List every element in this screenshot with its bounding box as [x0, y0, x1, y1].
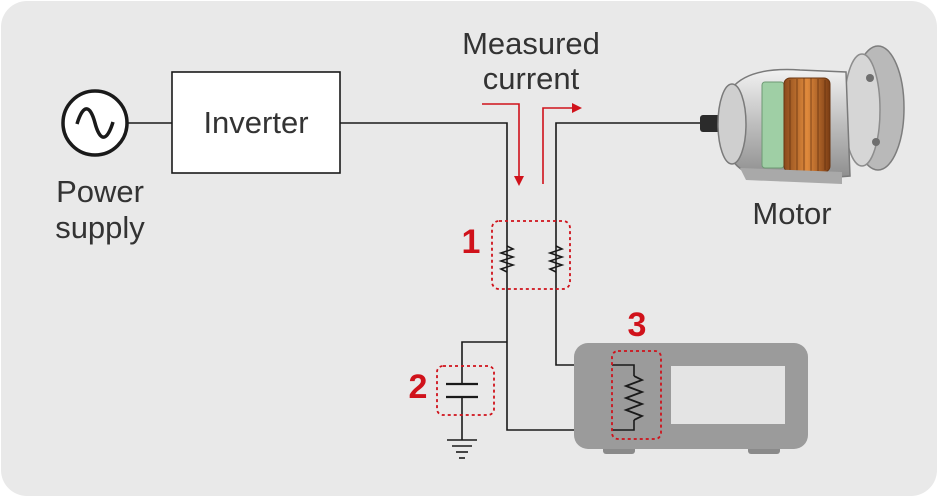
- capacitor-icon: [446, 382, 478, 399]
- wire-shunt-internal-bottom: [612, 420, 635, 431]
- ground-icon: [447, 439, 477, 459]
- motor-label: Motor: [752, 196, 831, 231]
- resistor-icon: [623, 375, 645, 421]
- current-out-arrow: [542, 103, 582, 184]
- current-in-arrow: [482, 103, 524, 186]
- wire-capacitor-branch: [461, 341, 507, 384]
- measured-current-label-line2: current: [483, 61, 580, 96]
- marker-3-box: [611, 350, 662, 440]
- marker-1-label: 1: [462, 223, 481, 261]
- inverter-label: Inverter: [203, 105, 308, 140]
- power-supply-label-line1: Power: [56, 174, 144, 209]
- resistor-icon: [498, 245, 516, 273]
- measured-current-label-line1: Measured: [462, 26, 600, 61]
- marker-3-label: 3: [628, 306, 647, 344]
- inverter-box: [171, 71, 341, 174]
- marker-2-box: [436, 365, 495, 416]
- motor-icon: [700, 45, 905, 184]
- ac-source-icon: [61, 89, 129, 157]
- resistor-icon: [547, 245, 565, 273]
- power-supply-label-line2: supply: [55, 210, 145, 245]
- marker-2-label: 2: [409, 368, 428, 406]
- wire-shunt-internal: [612, 364, 635, 376]
- marker-1-box: [491, 220, 571, 290]
- wire-inverter-to-shunt: [340, 122, 612, 431]
- measuring-instrument: [574, 343, 808, 454]
